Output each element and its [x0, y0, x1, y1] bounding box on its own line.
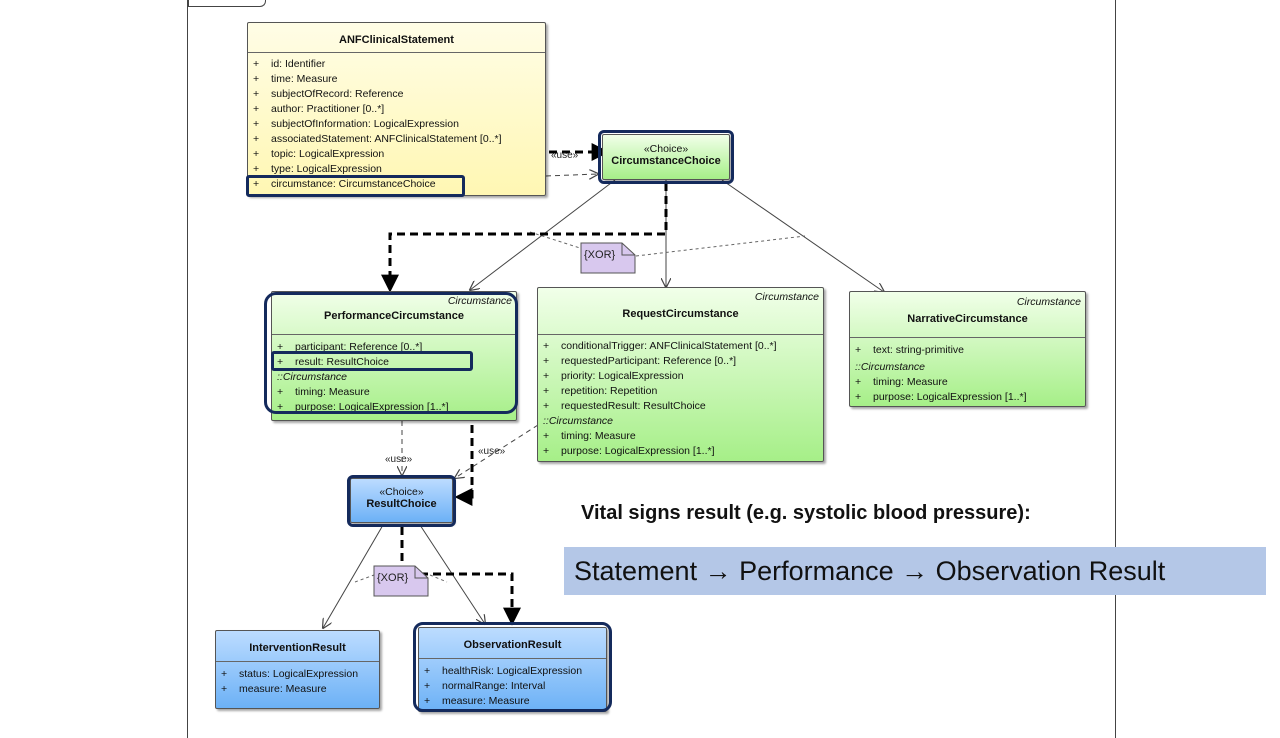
edge-statement-use-choice — [545, 174, 598, 176]
attribute-row: +text: string-primitive — [855, 344, 965, 356]
attribute-row: +normalRange: Interval — [424, 680, 546, 692]
attribute-row: +time: Measure — [253, 73, 338, 85]
class-stereotype: «Choice» — [643, 143, 689, 155]
attribute-row: +priority: LogicalExpression — [543, 370, 684, 382]
class-name: ResultChoice — [366, 498, 437, 510]
inherited-header: ::Circumstance — [543, 415, 614, 427]
attribute-row: +subjectOfInformation: LogicalExpression — [253, 118, 459, 130]
class-name: ObservationResult — [463, 639, 562, 651]
class-name: InterventionResult — [249, 642, 346, 654]
highlight-observationresult — [413, 622, 612, 712]
attribute-row-result: +result: ResultChoice — [277, 356, 389, 368]
class-circumstancechoice[interactable]: «Choice» CircumstanceChoice — [602, 134, 730, 180]
attribute-row: +purpose: LogicalExpression [1..*] — [277, 401, 449, 413]
attribute-row: +type: LogicalExpression — [253, 163, 382, 175]
attribute-row: +subjectOfRecord: Reference — [253, 88, 404, 100]
edge-result-to-intervention — [323, 524, 384, 628]
attribute-row: +associatedStatement: ANFClinicalStateme… — [253, 133, 502, 145]
highlight-resultchoice — [347, 475, 456, 527]
edge-request-use-result — [455, 424, 539, 478]
class-name: PerformanceCircumstance — [323, 310, 464, 322]
path-banner-text: Statement → Performance → Observation Re… — [574, 556, 1166, 586]
attribute-row: +healthRisk: LogicalExpression — [424, 665, 583, 677]
class-requestcircumstance[interactable]: Circumstance RequestCircumstance +condit… — [537, 287, 824, 462]
use-label-right: «use» — [478, 446, 506, 457]
class-stereotype: Circumstance — [754, 291, 819, 303]
class-observationresult[interactable]: ObservationResult +healthRisk: LogicalEx… — [418, 627, 607, 712]
caption-text: Vital signs result (e.g. systolic blood … — [581, 502, 1031, 524]
attribute-row: +participant: Reference [0..*] — [277, 341, 423, 353]
highlight-performancecircumstance — [264, 292, 518, 414]
path-banner: Statement → Performance → Observation Re… — [564, 547, 1266, 595]
class-interventionresult[interactable]: InterventionResult +status: LogicalExpre… — [215, 630, 380, 709]
attribute-row: +conditionalTrigger: ANFClinicalStatemen… — [543, 340, 777, 352]
attribute-row: +timing: Measure — [277, 386, 370, 398]
class-anfclinicalstatement[interactable]: ANFClinicalStatement +id: Identifier +ti… — [247, 22, 546, 196]
use-label-left: «use» — [385, 454, 413, 465]
highlight-circumstance-attr — [246, 175, 465, 197]
class-performancecircumstance[interactable]: Circumstance PerformanceCircumstance +pa… — [271, 291, 517, 421]
highlight-result-attr — [271, 351, 473, 371]
use-label-top: «use» — [551, 150, 579, 161]
xor-label: {XOR} — [377, 572, 409, 584]
attribute-row: +requestedParticipant: Reference [0..*] — [543, 355, 737, 367]
class-name: CircumstanceChoice — [611, 155, 721, 167]
class-stereotype: «Choice» — [379, 486, 424, 498]
xor-note-top: {XOR} — [580, 242, 636, 274]
class-name: ANFClinicalStatement — [339, 34, 454, 46]
attribute-row: +repetition: Repetition — [543, 385, 658, 397]
attribute-row: +id: Identifier — [253, 58, 326, 70]
class-narrativecircumstance[interactable]: Circumstance NarrativeCircumstance +text… — [849, 291, 1086, 407]
attribute-row: +requestedResult: ResultChoice — [543, 400, 706, 412]
class-stereotype: Circumstance — [447, 295, 512, 307]
attribute-row: +timing: Measure — [855, 376, 948, 388]
attribute-row-circumstance: +circumstance: CircumstanceChoice — [253, 178, 436, 190]
xor-label: {XOR} — [584, 249, 616, 261]
class-stereotype: Circumstance — [1016, 296, 1081, 308]
xor-note-bottom: {XOR} — [373, 565, 429, 597]
attribute-row: +author: Practitioner [0..*] — [253, 103, 385, 115]
attribute-row: +measure: Measure — [424, 695, 530, 707]
attribute-row: +status: LogicalExpression — [221, 668, 359, 680]
class-name: RequestCircumstance — [622, 308, 739, 320]
attribute-row: +timing: Measure — [543, 430, 636, 442]
attribute-row: +purpose: LogicalExpression [1..*] — [855, 391, 1027, 403]
inherited-header: ::Circumstance — [277, 371, 348, 383]
class-resultchoice[interactable]: «Choice» ResultChoice — [350, 478, 453, 523]
attribute-row: +measure: Measure — [221, 683, 327, 695]
highlight-circumstancechoice — [598, 130, 734, 184]
class-name: NarrativeCircumstance — [907, 313, 1028, 325]
attribute-row: +purpose: LogicalExpression [1..*] — [543, 445, 715, 457]
diagram-frame — [187, 0, 1116, 738]
inherited-header: ::Circumstance — [855, 361, 926, 373]
attribute-row: +topic: LogicalExpression — [253, 148, 385, 160]
